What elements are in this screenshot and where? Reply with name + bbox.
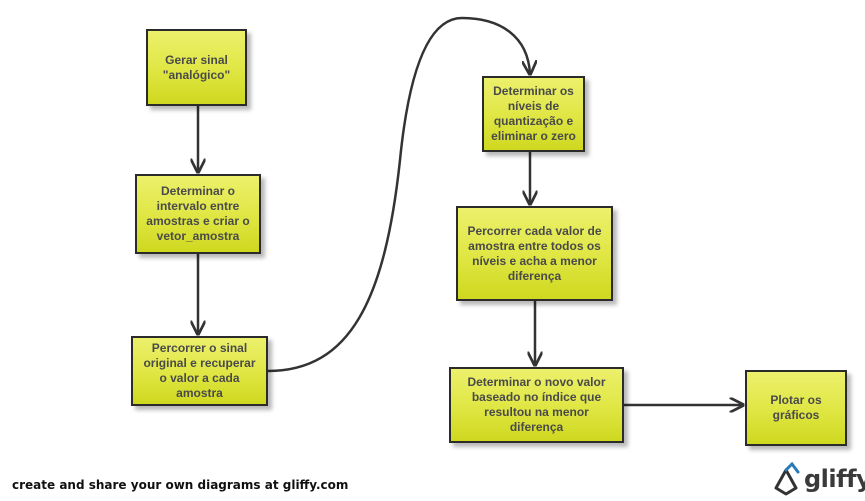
gliffy-logo-icon [774, 462, 800, 496]
node-percorrer-sinal[interactable]: Percorrer o sinal original e recuperar o… [131, 336, 268, 406]
node-determinar-intervalo[interactable]: Determinar o intervalo entre amostras e … [135, 174, 261, 254]
node-gerar-sinal[interactable]: Gerar sinal "analógico" [146, 29, 247, 106]
node-plotar[interactable]: Plotar os gráficos [745, 370, 847, 446]
node-determinar-novo-valor[interactable]: Determinar o novo valor baseado no índic… [449, 367, 624, 443]
connector-percorrer-to-niveis [267, 16, 530, 373]
footer-text[interactable]: create and share your own diagrams at gl… [12, 478, 349, 492]
gliffy-logo[interactable]: gliffy [772, 462, 865, 496]
node-percorrer-valor[interactable]: Percorrer cada valor de amostra entre to… [456, 206, 613, 301]
node-determinar-niveis[interactable]: Determinar os níveis de quantização e el… [482, 76, 585, 152]
gliffy-logo-text: gliffy [804, 465, 865, 493]
